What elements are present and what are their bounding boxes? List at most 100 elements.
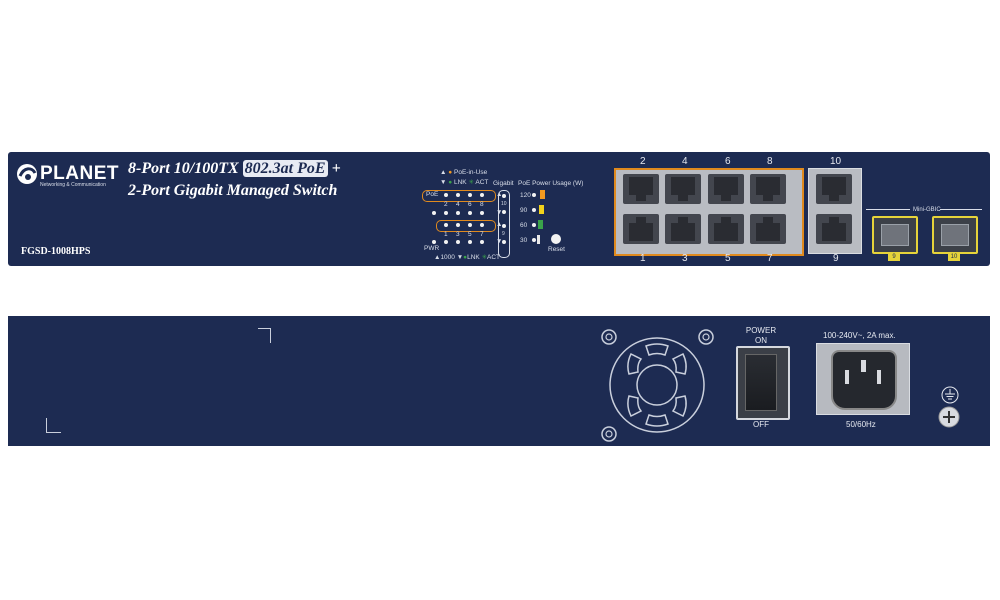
led-lnk-7 xyxy=(480,240,484,244)
legend-bottom: ▲1000 ▼●LNK ✳ACT xyxy=(434,254,501,262)
led-lnk-6 xyxy=(468,211,472,215)
ac-socket[interactable] xyxy=(831,350,897,410)
led-poe-1 xyxy=(444,223,448,227)
act-label: ACT xyxy=(475,179,489,186)
poe-bar-90 xyxy=(539,205,544,214)
led-poe-4 xyxy=(456,193,460,197)
led-num-top-0: 2 xyxy=(444,201,448,208)
bottom-act-label: ACT xyxy=(487,254,501,261)
legend-lnk-act: ▼ ● LNK ✳ ACT xyxy=(440,179,489,187)
poe-level-30: 30 xyxy=(520,237,528,244)
port-label-3: 3 xyxy=(682,253,688,264)
ac-pin-left xyxy=(845,370,849,384)
sfp-label-10: 10 xyxy=(948,254,960,261)
sfp-port-10[interactable] xyxy=(932,216,978,254)
poe-led-box-top xyxy=(422,190,496,202)
power-label-1: POWER xyxy=(745,326,777,335)
led-num-bot-1: 3 xyxy=(456,231,460,238)
gig-port-label-10: 10 xyxy=(830,156,842,167)
poe-level-dot-90 xyxy=(532,208,536,212)
product-title-line1: 8-Port 10/100TX 802.3at PoE + xyxy=(128,160,341,178)
led-num-bot-2: 5 xyxy=(468,231,472,238)
gig-port-10: 10 xyxy=(501,201,507,207)
ac-pin-ground xyxy=(861,360,866,372)
rj45-port-3[interactable] xyxy=(665,214,701,244)
port-label-1: 1 xyxy=(640,253,646,264)
led-poe-7 xyxy=(480,223,484,227)
power-rating: 100-240V~, 2A max. xyxy=(823,331,896,340)
power-freq: 50/60Hz xyxy=(846,420,876,429)
rear-panel: POWER ON OFF 100-240V~, 2A max. 50/60Hz xyxy=(8,316,990,446)
rj45-port-7[interactable] xyxy=(750,214,786,244)
poe-bar-120 xyxy=(540,190,545,199)
reset-label: Reset xyxy=(548,246,565,253)
led-num-bot-3: 7 xyxy=(480,231,484,238)
port-label-6: 6 xyxy=(725,156,731,167)
rj45-port-8[interactable] xyxy=(750,174,786,204)
triangle-down-icon: ▼ xyxy=(496,238,503,245)
corner-mark-bottom xyxy=(46,418,61,433)
bottom-lnk-label: LNK xyxy=(467,254,480,261)
rj45-port-6[interactable] xyxy=(708,174,744,204)
product-title-line2: 2-Port Gigabit Managed Switch xyxy=(128,182,338,199)
power-switch[interactable] xyxy=(736,346,790,420)
gig-port-label-9: 9 xyxy=(833,253,839,264)
planet-logo-icon xyxy=(17,164,37,184)
rj45-port-10[interactable] xyxy=(816,174,852,204)
triangle-down-icon: ▼ xyxy=(456,254,464,261)
poe-level-60: 60 xyxy=(520,222,528,229)
poe-badge: 802.3at PoE xyxy=(242,160,328,177)
port-label-5: 5 xyxy=(725,253,731,264)
green-dot-icon: ● xyxy=(448,179,453,186)
poe-bar-60 xyxy=(538,220,543,229)
title-suffix: + xyxy=(331,160,341,177)
led-poe-2 xyxy=(444,193,448,197)
led-poe-3 xyxy=(456,223,460,227)
gigabit-led-box xyxy=(498,190,510,258)
triangle-down-icon: ▼ xyxy=(440,179,447,186)
rj45-port-1[interactable] xyxy=(623,214,659,244)
reset-button[interactable] xyxy=(551,234,561,244)
led-num-top-1: 4 xyxy=(456,201,460,208)
led-lnk-8 xyxy=(480,211,484,215)
poe-level-dot-30 xyxy=(532,238,536,242)
led-num-top-2: 6 xyxy=(468,201,472,208)
blink-icon: ✳ xyxy=(481,254,488,261)
led-lnk-5 xyxy=(468,240,472,244)
minigbic-line-right xyxy=(940,209,982,210)
sfp-port-9[interactable] xyxy=(872,216,918,254)
led-lnk-a xyxy=(432,211,436,215)
poe-in-use-label: PoE-in-Use xyxy=(454,169,488,176)
led-pwr xyxy=(432,240,436,244)
poe-power-label: PoE Power Usage (W) xyxy=(518,180,584,187)
rj45-port-5[interactable] xyxy=(708,214,744,244)
ground-icon xyxy=(941,386,959,404)
led-lnk-3 xyxy=(456,240,460,244)
led-poe-6 xyxy=(468,193,472,197)
lnk-label: LNK xyxy=(454,179,467,186)
minigbic-label: Mini-GBIC xyxy=(913,207,941,213)
green-dot-icon: ● xyxy=(463,254,468,261)
pwr-label: PWR xyxy=(424,245,440,252)
brand-name: PLANET xyxy=(40,163,119,184)
port-label-2: 2 xyxy=(640,156,646,167)
gigabit-label: Gigabit xyxy=(493,180,514,187)
port-label-8: 8 xyxy=(767,156,773,167)
triangle-up-icon: ▲ xyxy=(440,169,447,176)
rj45-port-4[interactable] xyxy=(665,174,701,204)
led-gig-10-b xyxy=(502,210,506,214)
poe-label: PoE xyxy=(426,191,439,198)
fan-grill-icon xyxy=(601,329,714,442)
led-lnk-2 xyxy=(444,211,448,215)
power-rocker[interactable] xyxy=(745,354,777,411)
front-panel: PLANET Networking & Communication 8-Port… xyxy=(8,152,990,266)
ground-screw-icon xyxy=(938,406,960,428)
poe-level-dot-60 xyxy=(532,223,536,227)
brand-tagline: Networking & Communication xyxy=(40,182,106,188)
planet-logo: PLANET Networking & Communication xyxy=(16,163,119,191)
led-gig-10-a xyxy=(502,194,506,198)
rj45-port-9[interactable] xyxy=(816,214,852,244)
rj45-port-2[interactable] xyxy=(623,174,659,204)
ac-power-inlet[interactable] xyxy=(816,343,910,415)
poe-led-box-bottom xyxy=(436,220,496,232)
